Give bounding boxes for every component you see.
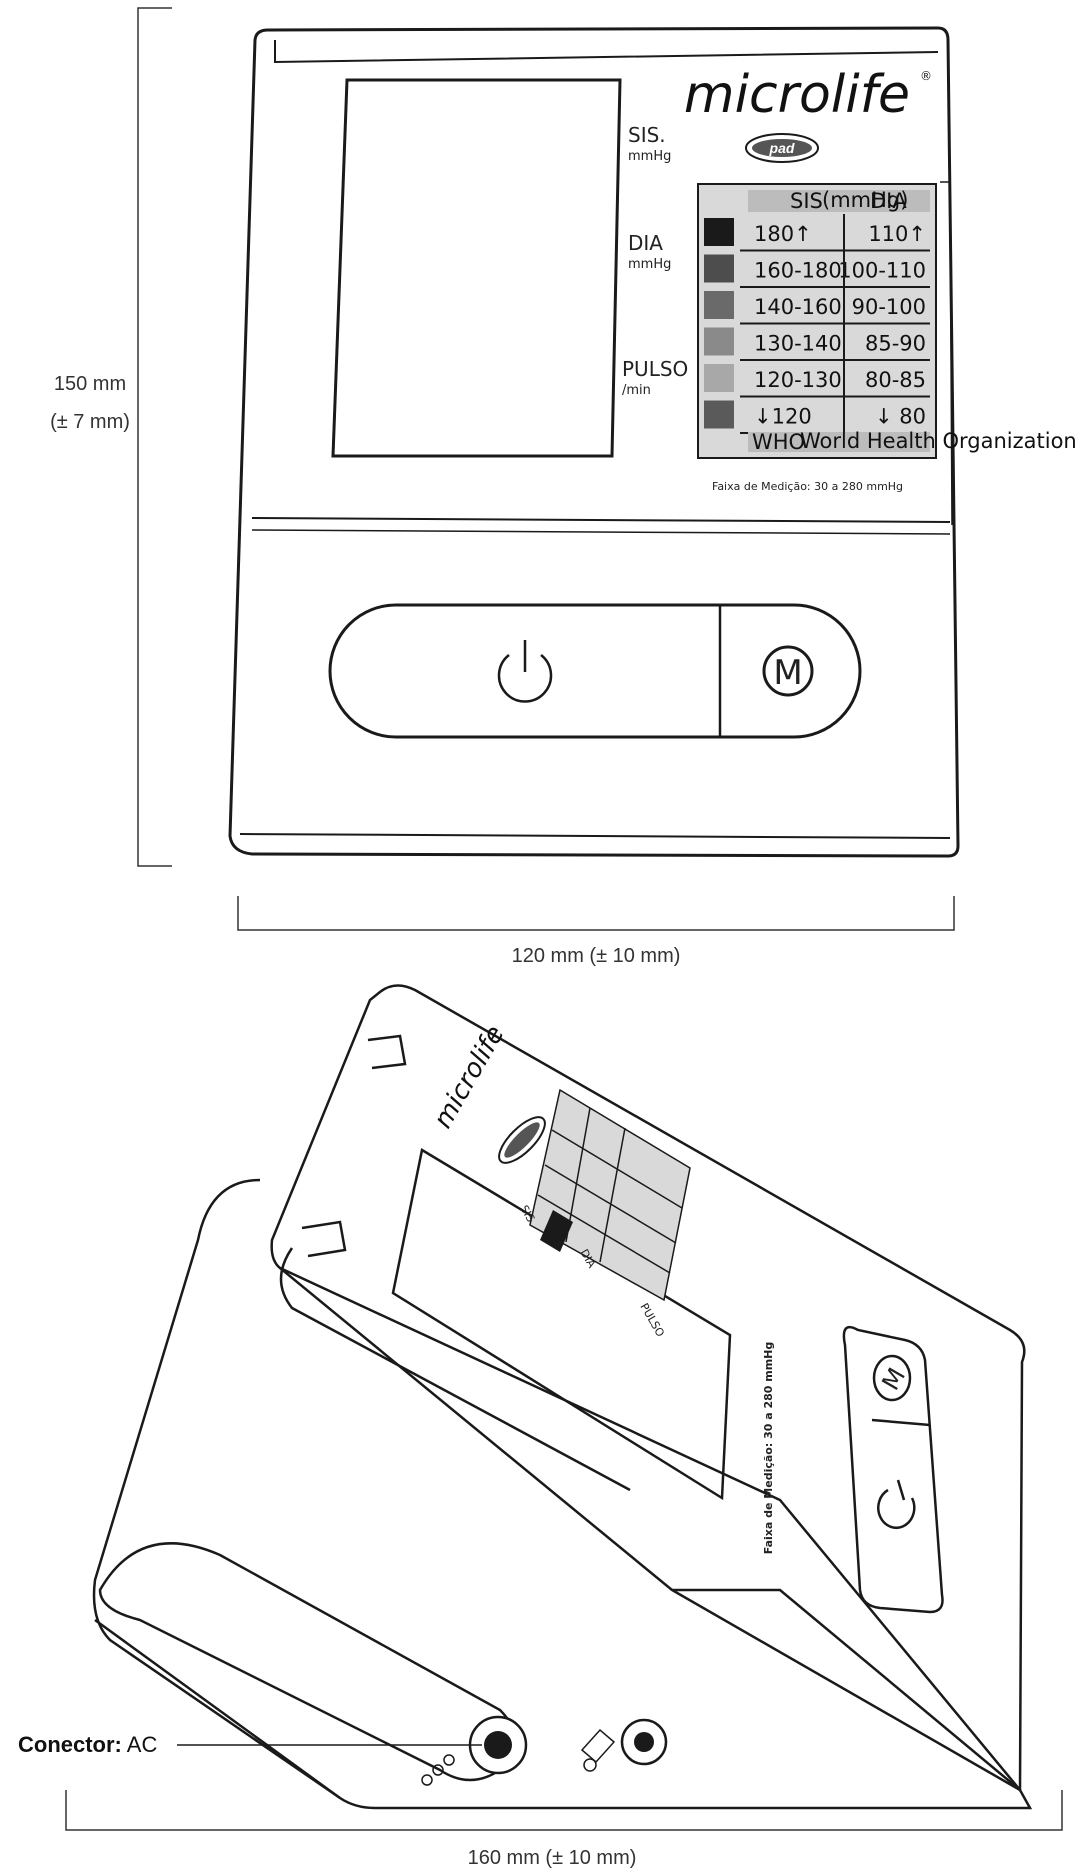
label-pulse: PULSO [622,357,688,381]
who-row-swatch [704,364,734,392]
power-icon [497,654,553,703]
who-row-dia: 80-85 [865,368,926,392]
perspective-button-area [842,1325,944,1614]
label-sis: SIS. [628,123,666,147]
front-top-lip [274,40,939,64]
connector-label-rest: AC [122,1732,158,1757]
who-row-swatch [704,400,734,429]
height-dimension [137,7,172,867]
perspective-tab-top [367,1034,407,1070]
cuff-connector[interactable] [620,1718,668,1766]
perspective-pad-badge [498,1116,546,1164]
label-pulse-unit: /min [622,383,651,398]
who-row-swatch [704,291,734,319]
who-row-swatch [704,327,734,356]
who-row-sis: 120-130 [754,368,842,392]
ac-connector[interactable] [468,1715,528,1775]
label-dia: DIA [628,231,663,255]
who-row-dia: 90-100 [852,295,926,319]
who-row-sis: 180↑ [754,222,812,246]
who-footer-who: WHO [752,430,805,454]
cuff-connector-icon [580,1728,616,1772]
front-base-line [239,833,951,839]
perspective-cuff-top [279,1247,631,1492]
who-row-dia: ↓ 80 [875,405,926,429]
label-sis-unit: mmHg [628,149,671,164]
perspective-face-line [672,1588,1021,1791]
who-table-header-bg [748,190,930,212]
width-dimension [237,896,955,931]
who-header-sis: SIS [790,189,823,213]
who-header-unit: (mmHg) [822,188,908,212]
width-label: 120 mm (± 10 mm) [512,945,681,967]
pad-badge: pad [745,133,819,163]
memory-button[interactable]: M [762,645,814,697]
perspective-power-icon [877,1488,916,1529]
perspective-top-panel [270,984,1026,1794]
lcd-screen [331,78,622,458]
front-panel-divider [251,517,951,523]
who-row-sis: 140-160 [754,295,842,319]
perspective-cuff-outer [92,1178,341,1800]
height-label: 150 mm [54,373,126,395]
who-row-dia: 85-90 [865,332,926,356]
perspective-measurement-range: Faixa de Medição: 30 a 280 mmHg [762,1342,775,1555]
height-tolerance: (± 7 mm) [50,411,130,433]
who-table-footer-bg [748,432,930,452]
perspective-tab-bottom [301,1220,347,1258]
brand-trademark: ® [920,69,932,83]
who-row-sis: 160-180 [754,259,842,283]
brand-logo: microlife [684,65,910,125]
front-body-outline [228,26,960,858]
who-row-dia: 110↑ [868,222,926,246]
who-header-dia: DIA [870,189,907,213]
power-button[interactable] [495,640,555,703]
who-row-swatch [704,254,734,283]
perspective-front-face [94,1267,1033,1810]
memory-button-label: M [773,653,802,693]
who-row-sis: 130-140 [754,332,842,356]
measurement-range: Faixa de Medição: 30 a 280 mmHg [712,480,903,493]
memory-button-ring [762,645,814,697]
depth-label: 160 mm (± 10 mm) [468,1847,637,1869]
who-table-bg [697,183,937,459]
perspective-memory-button[interactable]: M [872,1354,912,1402]
front-right-bevel [940,181,953,526]
front-view [228,26,960,858]
connector-label: Conector: AC [18,1732,157,1757]
front-panel-divider-2 [251,529,951,535]
control-bar [328,603,862,739]
pad-badge-text: pad [769,140,795,156]
who-footer-note: World Health Organization 2003 [800,429,1083,453]
perspective-label-pulse: PULSO [637,1301,667,1339]
perspective-power-button[interactable] [877,1479,916,1529]
who-row-sis: ↓120 [754,405,812,429]
ac-polarity-icon [421,1754,455,1786]
label-dia-unit: mmHg [628,257,671,272]
connector-label-bold: Conector: [18,1732,122,1757]
perspective-button-divider [871,1418,931,1427]
who-row-swatch [704,218,734,246]
perspective-brand-logo: microlife [428,1021,511,1134]
who-row-dia: 100-110 [838,259,926,283]
depth-dimension [65,1790,1063,1831]
perspective-mini-table [529,1088,691,1302]
